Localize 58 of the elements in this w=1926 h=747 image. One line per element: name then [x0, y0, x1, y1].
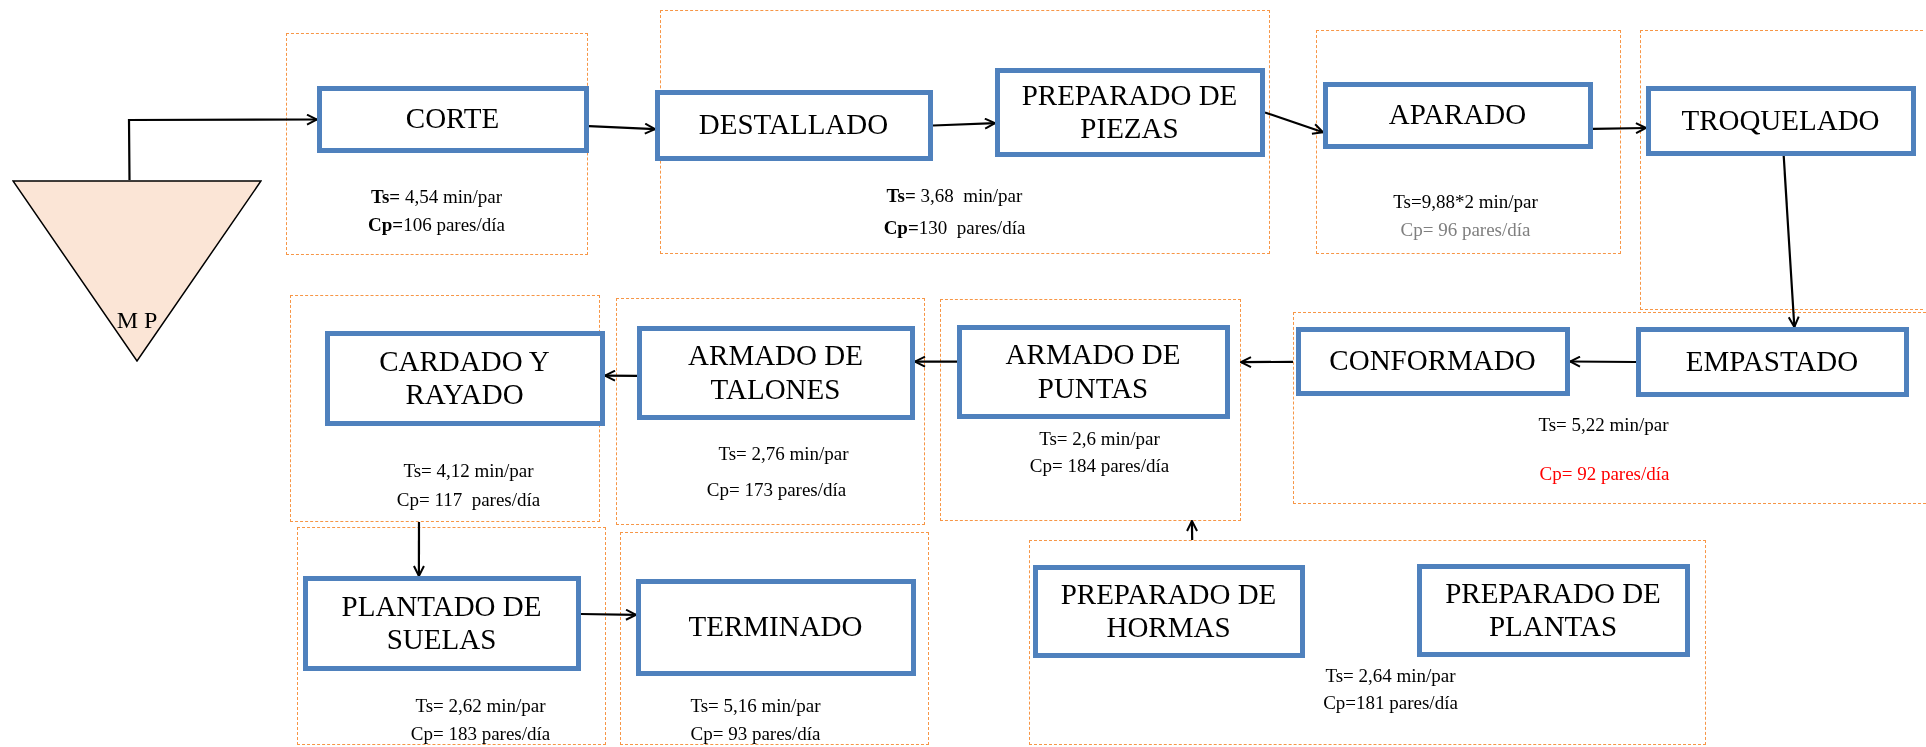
capacity-text: Cp= 184 pares/día: [1029, 455, 1170, 478]
arrow: [932, 117, 996, 130]
workstation-group: [297, 527, 606, 745]
process-box: PLANTADO DE SUELAS: [302, 575, 581, 671]
workstation-group: [1316, 30, 1621, 254]
process-box: CORTE: [316, 85, 589, 153]
capacity-text: Cp= 92 pares/día: [1539, 463, 1670, 486]
process-box: TROQUELADO: [1645, 85, 1916, 156]
workstation-group: [1293, 312, 1926, 504]
standard-time-text: Ts= 2,62 min/par: [415, 695, 546, 718]
arrow: [127, 113, 318, 180]
capacity-text: Cp= 183 pares/día: [410, 723, 551, 746]
capacity-text: Cp=181 pares/día: [1323, 692, 1458, 715]
standard-time-text: Ts=9,88*2 min/par: [1393, 191, 1538, 214]
arrow: [1782, 155, 1800, 328]
arrow: [1186, 520, 1199, 540]
standard-time-text: Ts= 5,22 min/par: [1538, 414, 1669, 437]
arrow: [581, 608, 637, 621]
capacity-text: Cp= 93 pares/día: [690, 723, 821, 746]
capacity-text: Cp=130 pares/día: [883, 217, 1026, 240]
workstation-group: [940, 299, 1241, 521]
arrow: [604, 369, 637, 382]
process-box: APARADO: [1322, 81, 1593, 149]
process-box: ARMADO DE PUNTAS: [956, 324, 1230, 419]
arrow: [1593, 122, 1647, 135]
workstation-group: [620, 532, 929, 745]
process-box: CONFORMADO: [1295, 326, 1570, 396]
process-box: DESTALLADO: [654, 89, 933, 161]
workstation-group: [1029, 540, 1706, 745]
capacity-text: Cp= 96 pares/día: [1400, 219, 1531, 242]
capacity-text: Cp= 117 pares/día: [396, 489, 541, 512]
capacity-text: Cp=106 pares/día: [368, 214, 505, 237]
arrow: [412, 522, 425, 577]
workstation-group: [616, 298, 925, 525]
arrow: [1569, 355, 1636, 368]
raw-material-triangle: [12, 180, 262, 362]
standard-time-text: Ts= 3,68 min/par: [886, 185, 1023, 208]
standard-time-text: Ts= 2,6 min/par: [1039, 428, 1160, 451]
standard-time-text: Ts= 2,76 min/par: [718, 443, 849, 466]
node-label: M P: [116, 306, 158, 335]
process-box: PREPARADO DE PIEZAS: [994, 67, 1265, 157]
process-box: CARDADO Y RAYADO: [324, 330, 605, 426]
process-box: EMPASTADO: [1635, 326, 1909, 397]
standard-time-text: Ts= 4,12 min/par: [403, 460, 534, 483]
workstation-group: [1640, 30, 1923, 310]
process-box: PREPARADO DE PLANTAS: [1416, 563, 1690, 657]
arrow: [914, 355, 957, 368]
process-box: TERMINADO: [635, 578, 916, 676]
standard-time-text: Ts= 2,64 min/par: [1325, 665, 1456, 688]
arrow: [1240, 356, 1293, 368]
process-box: ARMADO DE TALONES: [636, 325, 915, 420]
standard-time-text: Ts= 5,16 min/par: [690, 695, 821, 718]
standard-time-text: Ts= 4,54 min/par: [371, 186, 502, 209]
capacity-text: Cp= 173 pares/día: [706, 479, 847, 502]
process-box: PREPARADO DE HORMAS: [1032, 564, 1305, 658]
arrow: [588, 122, 656, 135]
arrow: [1264, 111, 1324, 135]
workstation-group: [286, 33, 588, 255]
